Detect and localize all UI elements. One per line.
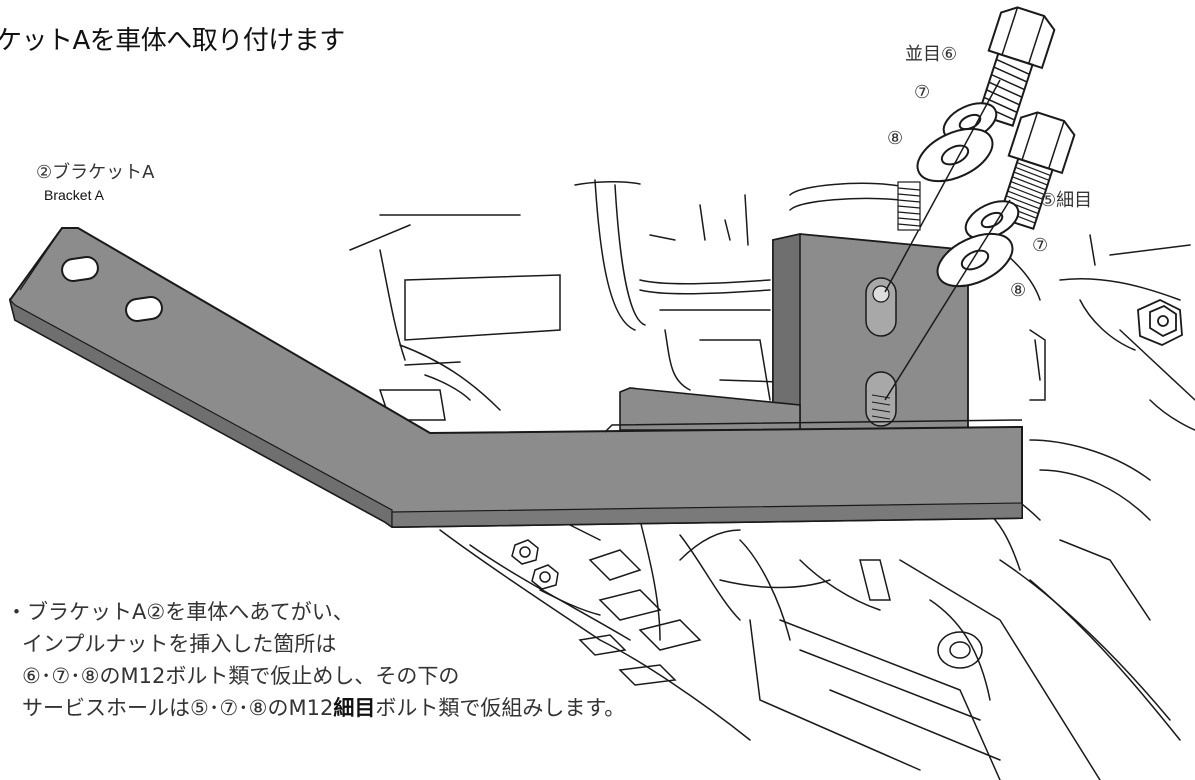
bracket-rear-flange	[619, 387, 801, 431]
instruction-line-4-post: ボルト類で仮組みします。	[375, 696, 626, 720]
spring-washer-label-top: ⑦	[914, 82, 931, 103]
instruction-line-4-pre: サービスホールは⑤･⑦･⑧のM12	[22, 696, 334, 720]
vehicle-chassis-lineart	[349, 179, 1195, 780]
page-title: ケットAを車体へ取り付けます	[0, 26, 345, 56]
hex-nut-icon	[511, 539, 559, 590]
instruction-line-4-bold: 細目	[333, 696, 376, 720]
hex-nut-icon	[1137, 299, 1183, 346]
flat-washer-label-top: ⑧	[887, 128, 904, 149]
bracket-a-english-label: Bracket A	[44, 187, 104, 203]
instruction-line-4: サービスホールは⑤･⑦･⑧のM12細目ボルト類で仮組みします。	[6, 692, 625, 724]
instruction-text: ・ブラケットA②を車体へあてがい、 インプルナットを挿入した箇所は ⑥･⑦･⑧の…	[6, 596, 625, 724]
coarse-bolt-label: 並目⑥	[905, 44, 958, 65]
instruction-line-3: ⑥･⑦･⑧のM12ボルト類で仮止めし、その下の	[22, 664, 460, 688]
instruction-line-1: ・ブラケットA②を車体へあてがい、	[6, 600, 354, 624]
washer-icon	[916, 102, 1020, 288]
bracket-vertical-plate	[772, 233, 969, 431]
flat-washer-label-bottom: ⑧	[1010, 280, 1027, 301]
instruction-line-2: インプルナットを挿入した箇所は	[22, 632, 337, 656]
spring-washer-label-bottom: ⑦	[1032, 235, 1049, 256]
alignment-lines	[884, 79, 1011, 401]
bracket-a-arm	[8, 227, 1023, 529]
threaded-stud	[897, 181, 921, 231]
fine-bolt-label: ⑤細目	[1040, 190, 1093, 211]
bracket-a-label: ②ブラケットA	[36, 162, 155, 183]
